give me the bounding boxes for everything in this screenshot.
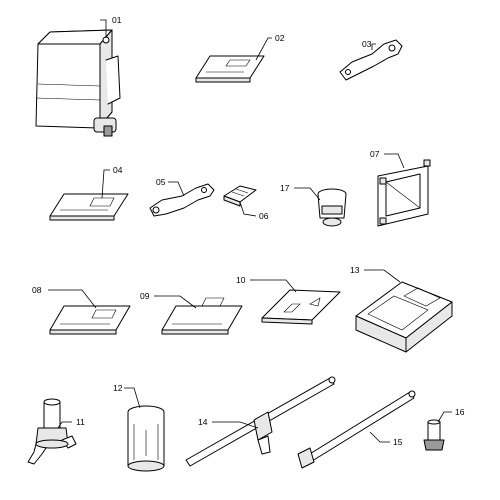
- part-number-11: 11: [76, 417, 85, 427]
- socket-adapter-icon: [317, 188, 347, 227]
- fluid-container-icon: [35, 29, 121, 137]
- part-number-17: 17: [280, 183, 290, 193]
- part-number-07: 07: [370, 149, 380, 159]
- part-number-16: 16: [455, 407, 465, 417]
- part-number-14: 14: [198, 417, 208, 427]
- connector-clip-icon: [223, 185, 257, 207]
- part-number-12: 12: [113, 383, 123, 393]
- part-number-01: 01: [112, 15, 122, 25]
- part-number-03: 03: [362, 39, 372, 49]
- part-number-15: 15: [393, 437, 403, 447]
- manual-booklet-icon: [161, 297, 243, 335]
- part-number-08: 08: [32, 285, 42, 295]
- flat-spanner-icon: [149, 183, 215, 217]
- part-number-05: 05: [156, 177, 166, 187]
- part-number-06: 06: [259, 211, 269, 221]
- part-number-02: 02: [275, 33, 285, 43]
- part-number-13: 13: [350, 265, 360, 275]
- hook-wrench-icon: [339, 39, 403, 81]
- part-number-10: 10: [236, 275, 246, 285]
- canister-icon: [127, 405, 165, 472]
- manual-booklet-icon: [195, 55, 265, 83]
- manual-booklet-icon: [49, 305, 131, 335]
- part-number-04: 04: [113, 165, 123, 175]
- valve-fitting-icon: [423, 419, 445, 451]
- frame-bracket-icon: [377, 159, 431, 227]
- part-number-09: 09: [140, 291, 150, 301]
- leader-lines: [48, 19, 452, 443]
- manual-booklet-icon: [261, 289, 341, 325]
- faucet-adapter-icon: [27, 398, 77, 465]
- t-handle-wrench-icon: [185, 376, 336, 467]
- extension-bar-icon: [297, 390, 416, 469]
- manual-booklet-icon: [49, 193, 129, 221]
- part-number-labels: 01 02 03 04 05 06 07 08 09 10 11 12 13 1…: [32, 15, 465, 447]
- storage-case-icon: [355, 281, 453, 353]
